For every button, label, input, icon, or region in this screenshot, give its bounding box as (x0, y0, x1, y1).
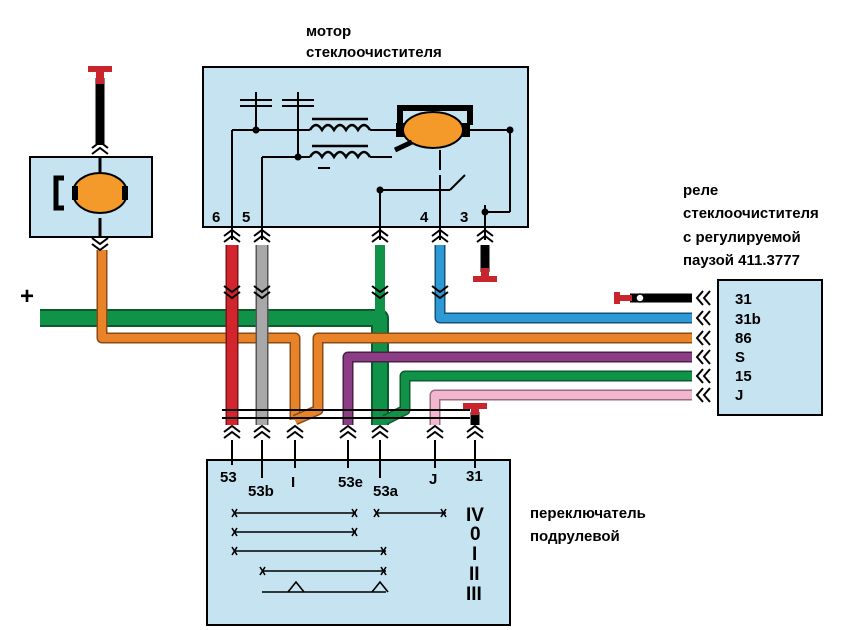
motor-caption-line2: стеклоочистителя (306, 44, 442, 61)
motor-terminal-3: 3 (460, 209, 468, 226)
switch-position-iii: III (466, 584, 482, 605)
switch-position-0: 0 (470, 524, 481, 545)
switch-terminal-53: 53 (220, 469, 237, 486)
column-switch-panel: IV 0 I II III 53 53b I 53e 53a J 31 (206, 440, 511, 626)
switch-bus-lines (222, 409, 470, 419)
relay-terminal-s: S (735, 349, 745, 366)
switch-terminal-53a: 53a (373, 483, 399, 500)
motor-terminal-pins (231, 205, 486, 240)
switch-terminal-53e: 53e (338, 474, 363, 491)
switch-terminal-53b: 53b (248, 483, 274, 500)
relay-panel: 31 31b 86 S 15 J (717, 279, 823, 416)
relay-terminal-j: J (735, 387, 743, 404)
switch-position-i: I (472, 544, 477, 565)
switch-caption-line1: переключатель (530, 505, 646, 522)
motor-terminal-5: 5 (242, 209, 250, 226)
switch-terminal-i: I (291, 474, 295, 491)
switch-ground (463, 403, 487, 425)
motor-terminal-4: 4 (420, 209, 429, 226)
relay-caption-line4: паузой 411.3777 (683, 252, 800, 269)
switch-terminal-j: J (429, 471, 437, 488)
motor-ground (473, 245, 497, 282)
switch-position-ii: II (469, 564, 480, 585)
motor-caption-line1: мотор (306, 23, 351, 40)
relay-caption-line3: с регулируемой (683, 229, 801, 246)
switch-caption-line2: подрулевой (530, 528, 620, 545)
relay-terminal-86: 86 (735, 330, 752, 347)
relay-connectors (695, 290, 711, 403)
relay-terminal-31b: 31b (735, 311, 761, 328)
relay-caption-line1: реле (683, 182, 718, 199)
wiper-motor-panel: 6 5 4 3 (202, 66, 529, 228)
relay-ground (614, 292, 692, 304)
plus-sign: + (20, 283, 34, 310)
relay-terminal-15: 15 (735, 368, 752, 385)
switch-connectors (223, 424, 484, 439)
switch-terminal-31: 31 (466, 468, 483, 485)
relay-terminal-31: 31 (735, 291, 752, 308)
washer-motor (29, 66, 153, 252)
motor-connectors (223, 228, 494, 300)
motor-terminal-6: 6 (212, 209, 220, 226)
switch-position-iv: IV (466, 505, 484, 526)
relay-caption-line2: стеклоочистителя (683, 205, 819, 222)
